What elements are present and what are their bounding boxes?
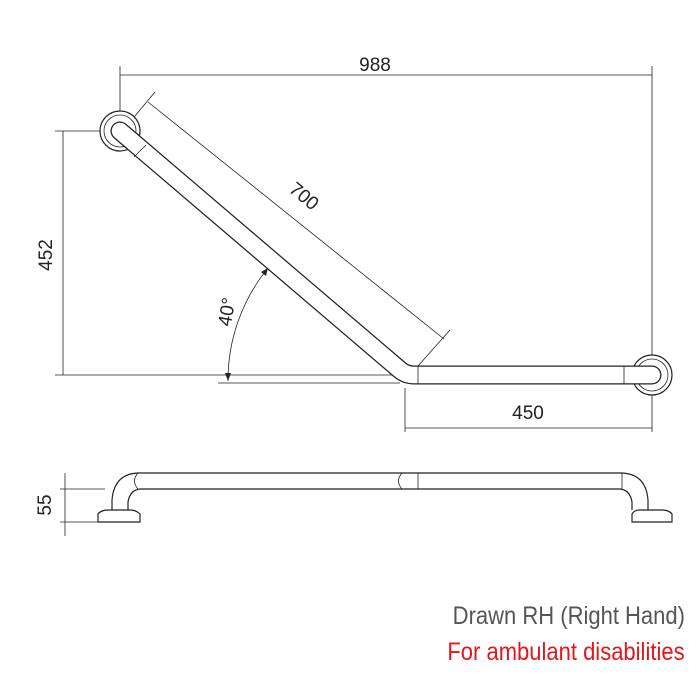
dim-label-988: 988 (359, 55, 391, 76)
caption-ambulant: For ambulant disabilities (447, 638, 685, 666)
dim-label-55: 55 (35, 494, 56, 515)
side-view-rail (97, 472, 673, 523)
ext-line-700-end (417, 329, 451, 367)
dimension-lines (55, 66, 653, 536)
arrowhead (225, 373, 231, 381)
caption-drawn-rh: Drawn RH (Right Hand) (452, 602, 685, 630)
dim-label-452: 452 (36, 239, 57, 271)
dim-label-450: 450 (512, 403, 544, 424)
arrowhead (261, 268, 268, 276)
dim-label-700: 700 (285, 179, 323, 215)
dim-line-700 (147, 101, 445, 340)
angle-arc (227, 267, 269, 382)
plan-view-rail (99, 110, 673, 396)
dim-label-angle: 40° (215, 296, 241, 328)
